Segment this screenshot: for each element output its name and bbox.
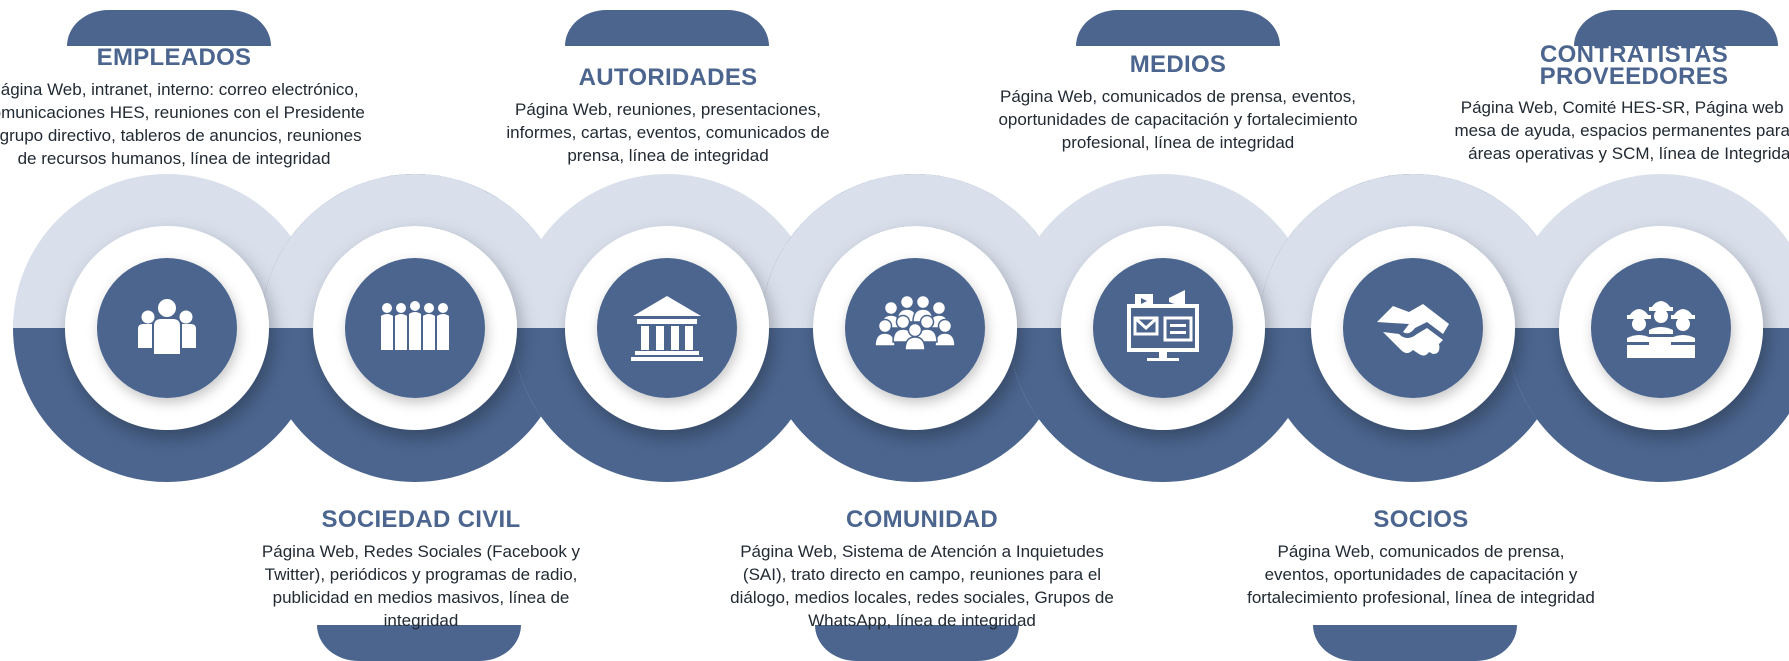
stakeholder-description: Página Web, intranet, interno: correo el…: [0, 80, 365, 168]
stakeholder-title: MEDIOS: [1129, 51, 1227, 78]
stakeholder-title: EMPLEADOS: [96, 44, 252, 71]
top-tab-1: [67, 10, 271, 46]
stakeholder-description: Página Web, comunicados de prensa, event…: [998, 87, 1358, 152]
top-tab-2: [565, 10, 769, 46]
community-icon: [874, 294, 956, 351]
bottom-tab-3: [1313, 625, 1517, 661]
ring-arc-5: [1009, 327, 1317, 482]
stakeholder-title: CONTRATISTAS PROVEEDORES: [1539, 41, 1729, 90]
ring-arc-7: [1507, 327, 1789, 482]
stakeholder-autoridades: AUTORIDADES Página Web, reuniones, prese…: [458, 66, 878, 167]
stakeholder-empleados: EMPLEADOS Página Web, intranet, interno:…: [0, 46, 384, 170]
ring-arc-4: [761, 174, 1069, 329]
media-monitor-icon: [1127, 290, 1199, 361]
workers-icon: [1627, 301, 1695, 358]
stakeholder-title: SOCIOS: [1373, 506, 1469, 533]
ring-arc-1: [13, 327, 321, 482]
ring-arc-6: [1259, 174, 1567, 329]
stakeholder-sociedad-civil: SOCIEDAD CIVIL Página Web, Redes Sociale…: [211, 508, 631, 632]
stakeholder-description: Página Web, Sistema de Atención a Inquie…: [730, 542, 1114, 630]
ring-arc-2: [261, 174, 569, 329]
stakeholder-comunidad: COMUNIDAD Página Web, Sistema de Atenció…: [712, 508, 1132, 632]
icon-disc-3: [597, 258, 737, 398]
stakeholder-contratistas: CONTRATISTAS PROVEEDORES Página Web, Com…: [1454, 41, 1789, 165]
government-building-icon: [631, 296, 703, 361]
stakeholder-socios: SOCIOS Página Web, comunicados de prensa…: [1211, 508, 1631, 609]
top-tab-3: [1076, 10, 1280, 46]
crowd-icon: [381, 301, 449, 350]
stakeholder-title: COMUNIDAD: [845, 506, 999, 533]
ring-arc-3: [513, 327, 821, 482]
stakeholder-title: AUTORIDADES: [578, 64, 758, 91]
people-group-icon: [138, 299, 196, 354]
stakeholder-description: Página Web, Comité HES-SR, Página web de…: [1454, 98, 1789, 163]
stakeholder-medios: MEDIOS Página Web, comunicados de prensa…: [968, 53, 1388, 154]
stakeholder-description: Página Web, reuniones, presentaciones, i…: [506, 100, 830, 165]
icon-layer: [138, 290, 1695, 361]
icon-disc-5: [1093, 258, 1233, 398]
stakeholder-description: Página Web, comunicados de prensa, event…: [1247, 542, 1595, 607]
stakeholder-description: Página Web, Redes Sociales (Facebook y T…: [261, 542, 581, 630]
stakeholder-title: SOCIEDAD CIVIL: [321, 506, 521, 533]
top-tab-4: [1574, 10, 1778, 46]
handshake-icon: [1377, 304, 1449, 356]
